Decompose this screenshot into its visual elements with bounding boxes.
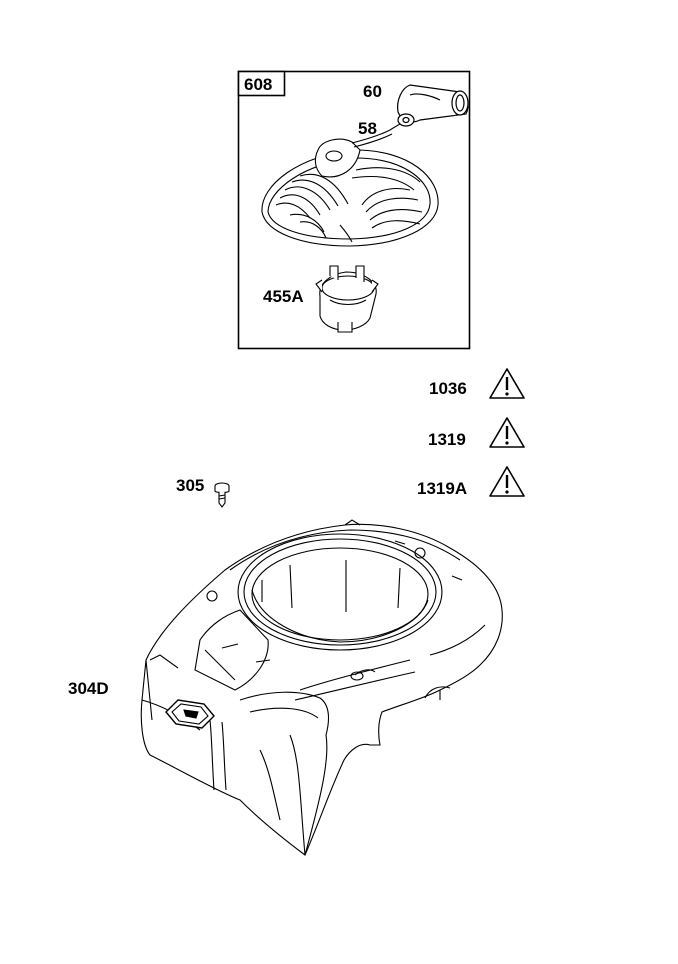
warning-1319-label: 1319 [428, 430, 466, 449]
kit-608-tag-box [237, 70, 286, 97]
warning-icon [489, 417, 525, 448]
warning-icons [489, 368, 525, 497]
starter-handle-drawing [397, 84, 469, 127]
warning-icon [489, 368, 525, 399]
starter-cup-drawing [315, 265, 379, 333]
rewind-starter-drawing [261, 121, 439, 247]
warning-icon [489, 466, 525, 497]
part-304d-label: 304D [68, 679, 109, 698]
blower-housing-drawing [140, 519, 503, 856]
warning-1319a-label: 1319A [417, 479, 468, 498]
kit-608-frame [237, 70, 471, 350]
part-60-label: 60 [363, 82, 382, 101]
kit-608-label: 608 [244, 75, 273, 94]
part-305-label: 305 [176, 476, 205, 495]
part-58-label: 58 [358, 119, 377, 138]
warning-1036-label: 1036 [429, 379, 467, 398]
screw-drawing [214, 482, 230, 508]
part-455a-label: 455A [263, 287, 304, 306]
